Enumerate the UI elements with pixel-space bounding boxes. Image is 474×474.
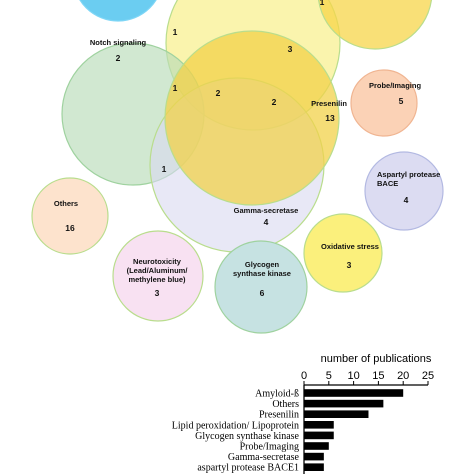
overlap-count: 2 [216,88,221,98]
bubble-value-notch: 2 [116,53,121,63]
bubble-label-gsk: synthase kinase [233,269,291,278]
bubble-probe [350,69,418,137]
bar [304,389,404,397]
bubble-value-presenilin: 13 [325,113,335,123]
overlap-count: 1 [173,27,178,37]
bubble-oxidative [303,213,383,293]
bubble-value-oxidative: 3 [347,260,352,270]
bubble-label-bace: Aspartyl protease [377,170,440,179]
bubble-bace [364,151,444,231]
category-label: Amyloid-ß [255,389,299,400]
bubble-top-left-blue [79,0,157,22]
bubble-value-neuro: 3 [155,288,160,298]
bar [304,399,384,408]
x-tick-label: 15 [372,370,384,382]
bubble-others [31,177,109,255]
category-label: Gamma-secretase [228,452,300,463]
bar [304,463,324,471]
overlap-count: 3 [288,44,293,54]
bubble-label-gsk: Glycogen [245,260,280,269]
x-tick-label: 25 [422,370,434,382]
bubble-value-probe: 5 [399,96,404,106]
bubble-label-neuro: Neurotoxicity [133,257,182,266]
bubble-label-notch: Notch signaling [90,38,147,47]
bar [304,442,329,450]
bubble-label-gamma: Gamma-secretase [234,206,299,215]
x-tick-label: 0 [301,370,307,382]
bar-chart-bars [304,389,404,471]
bubble-label-presenilin: Presenilin [311,99,347,108]
overlap-count: 1 [162,164,167,174]
bubble-value-gamma: 4 [264,217,269,227]
category-label: Presenilin [259,410,299,421]
bubble-label-bace: BACE [377,179,398,188]
overlap-count: 1 [173,83,178,93]
bubble-gsk [214,240,308,334]
bubble-value-gsk: 6 [260,288,265,298]
bar [304,452,324,461]
category-label: Glycogen synthase kinase [195,431,299,442]
bubble-layer [31,0,444,334]
bubble-presenilin [164,30,340,206]
bubble-value-top-right-yellow: 1 [320,0,325,7]
x-tick-label: 20 [397,370,409,382]
bubble-top-right-yellow [317,0,433,50]
x-tick-label: 5 [326,370,332,382]
bar-chart-title: number of publications [321,353,432,365]
bubble-value-bace: 4 [404,195,409,205]
bubble-neuro [112,230,204,322]
bubble-value-others: 16 [65,223,75,233]
bubble-label-neuro: methylene blue) [128,275,186,284]
category-label: Others [272,399,299,410]
bubble-label-oxidative: Oxidative stress [321,242,379,251]
category-label: Lipid peroxidation/ Lipoprotein [172,420,299,431]
category-label: aspartyl protease BACE1 [197,463,299,474]
x-tick-label: 10 [347,370,359,382]
bar [304,421,334,429]
category-label: Probe/Imaging [240,442,299,453]
bar [304,431,334,440]
overlap-count: 2 [272,97,277,107]
bar [304,410,369,418]
bubble-label-probe: Probe/Imaging [369,81,422,90]
bubble-label-neuro: (Lead/Aluminum/ [127,266,189,275]
bubble-label-others: Others [54,199,78,208]
